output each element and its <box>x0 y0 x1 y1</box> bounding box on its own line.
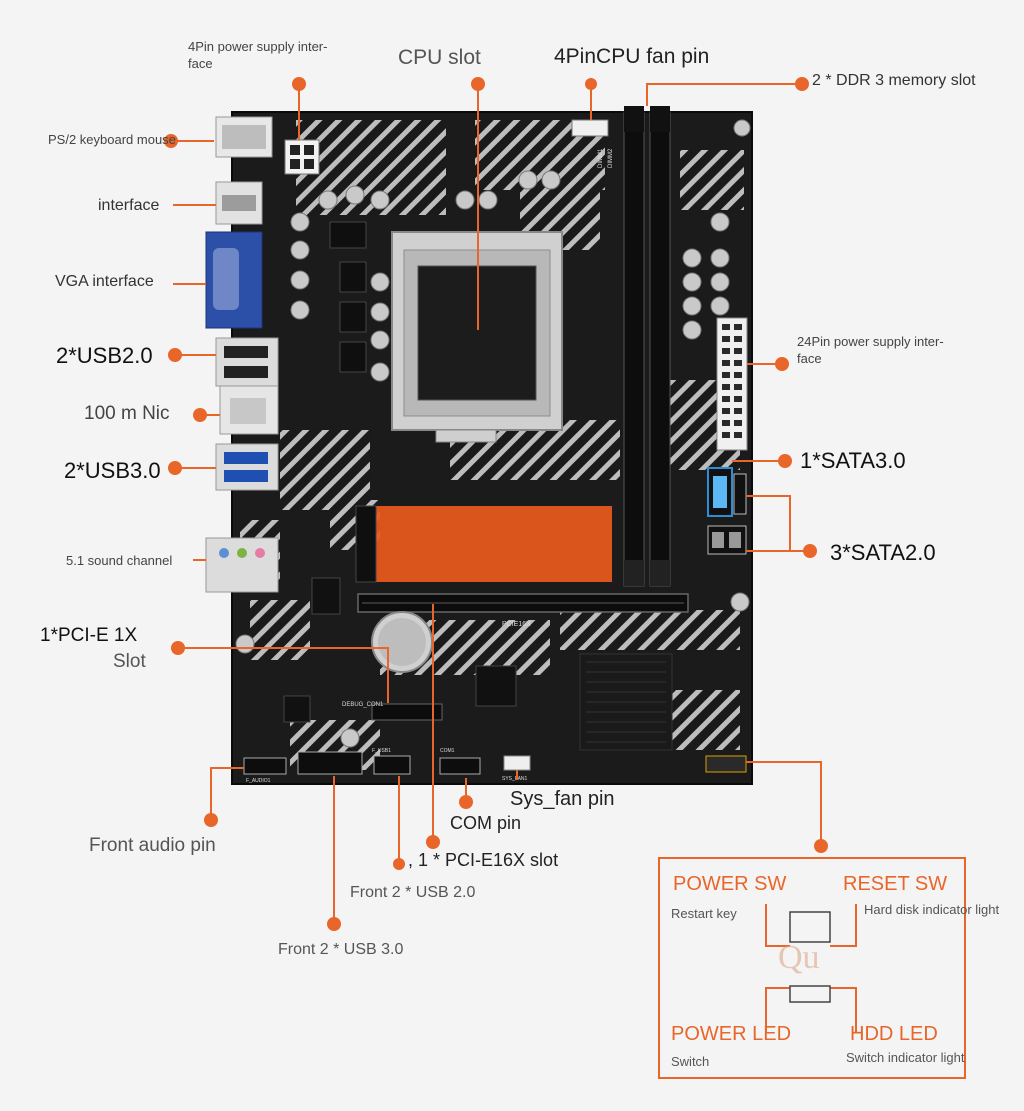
label-ddr3: 2 * DDR 3 memory slot <box>812 72 976 89</box>
sys-fan-header <box>503 755 531 771</box>
usb2-port <box>215 337 279 387</box>
label-front-usb2: Front 2 * USB 2.0 <box>350 884 476 901</box>
label-pcie1x-line1: 1*PCI-E 1X <box>40 625 138 646</box>
label-pcie16x: , 1 * PCI-E16X slot <box>408 850 559 870</box>
panel-switch-indicator: Switch indicator light <box>846 1050 965 1065</box>
pcie16x-text: PCIE16X <box>502 621 531 628</box>
panel-power-led: POWER LED <box>671 1023 792 1045</box>
m2-slot-highlight <box>376 506 612 582</box>
front-panel-header <box>705 755 747 773</box>
front-panel-schematic <box>765 904 857 1032</box>
label-power-4pin-line2: face <box>188 56 213 71</box>
chipset-heatsink <box>579 653 673 751</box>
front-panel-box <box>658 857 966 1079</box>
label-power-4pin: 4Pin power supply inter- face <box>188 38 327 72</box>
label-interface: interface <box>98 197 160 214</box>
capacitors <box>235 119 751 748</box>
bottom-headers: F_AUDIO1 F_USB1 COM1 SYS_FAN1 <box>243 748 747 784</box>
label-cpu-fan: 4PinCPU fan pin <box>554 45 710 68</box>
label-nic: 100 m Nic <box>84 403 170 424</box>
front-usb3-header <box>297 751 363 775</box>
leader-dots <box>164 77 828 931</box>
mosfets <box>329 221 367 373</box>
front-audio-header <box>243 757 287 775</box>
label-com: COM pin <box>450 813 522 833</box>
com-text: COM1 <box>440 748 455 754</box>
f-audio-text: F_AUDIO1 <box>246 778 271 784</box>
audio-chip <box>283 695 311 723</box>
label-power-24pin: 24Pin power supply inter- face <box>797 333 944 367</box>
power-24pin-pins <box>722 324 742 438</box>
panel-restart-key: Restart key <box>671 906 737 921</box>
ddr3-slots: DIMM1 DIMM2 <box>598 106 671 587</box>
label-cpu-slot: CPU slot <box>398 46 481 69</box>
com-header <box>439 757 481 775</box>
super-io-chip <box>475 665 517 707</box>
rear-io <box>205 116 279 593</box>
f-usb-text: F_USB1 <box>372 748 391 754</box>
sata-ports <box>707 467 747 555</box>
dimm2-text: DIMM2 <box>608 148 614 168</box>
label-sata2: 3*SATA2.0 <box>830 540 936 565</box>
label-usb2: 2*USB2.0 <box>56 343 153 368</box>
label-power-24pin-line1: 24Pin power supply inter- <box>797 334 944 349</box>
label-vga: VGA interface <box>55 273 154 290</box>
label-usb3: 2*USB3.0 <box>64 458 161 483</box>
dimm1-text: DIMM1 <box>598 148 604 168</box>
usb3-port <box>215 443 279 491</box>
cpu-fan-connector <box>571 119 609 137</box>
label-sata3: 1*SATA3.0 <box>800 448 906 473</box>
m2-connector <box>355 505 377 583</box>
panel-switch: Switch <box>671 1054 710 1069</box>
label-front-audio: Front audio pin <box>89 835 216 856</box>
debug-text: DEBUG_CON1 <box>342 702 384 708</box>
label-sys-fan: Sys_fan pin <box>510 788 615 810</box>
label-power-4pin-line1: 4Pin power supply inter- <box>188 39 328 54</box>
sys-fan-text: SYS_FAN1 <box>502 776 528 782</box>
front-usb2-header <box>373 755 411 775</box>
label-front-usb3: Front 2 * USB 3.0 <box>278 941 404 958</box>
panel-hdd-indicator: Hard disk indicator light <box>864 902 1000 917</box>
panel-reset-sw: RESET SW <box>843 873 948 895</box>
audio-port <box>205 537 279 593</box>
panel-hdd-led: HDD LED <box>850 1023 938 1045</box>
label-pcie1x-line2: Slot <box>113 651 146 672</box>
label-power-24pin-line2: face <box>797 351 822 366</box>
label-sound: 5.1 sound channel <box>66 553 173 568</box>
power-24pin-connector <box>716 317 748 451</box>
panel-power-sw: POWER SW <box>673 873 787 895</box>
pcie1x-slot <box>371 703 443 721</box>
label-ps2: PS/2 keyboard mouse <box>48 132 176 147</box>
watermark: Qu <box>778 939 820 976</box>
bios-chip <box>311 577 341 615</box>
